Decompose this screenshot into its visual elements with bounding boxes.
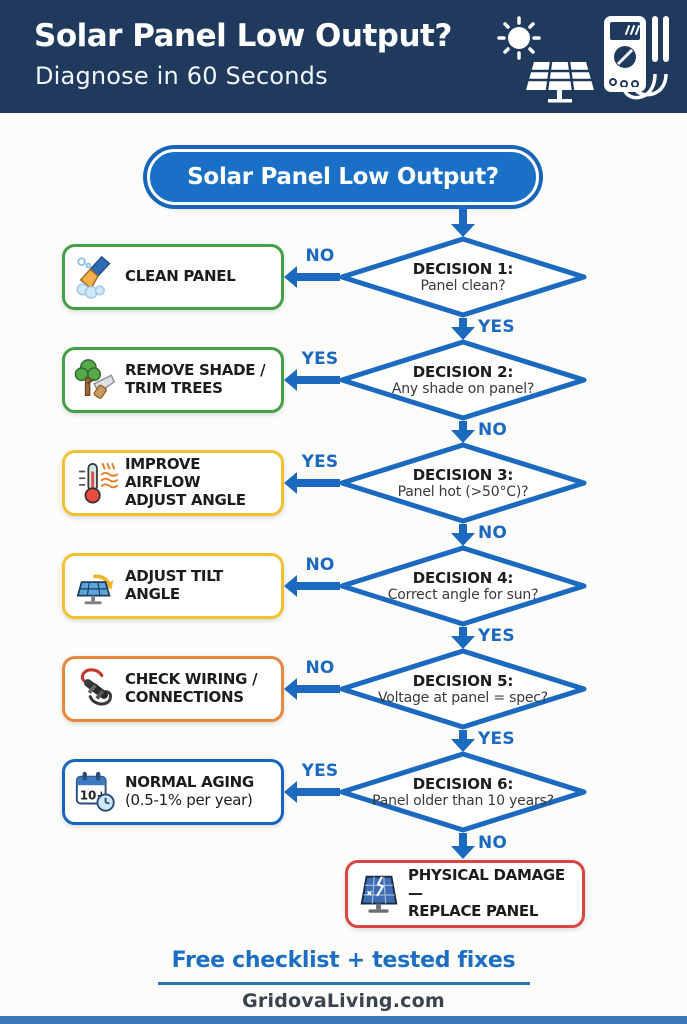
branch-label-no: NO <box>305 246 335 266</box>
action-box-replace-panel: PHYSICAL DAMAGE —REPLACE PANEL <box>345 860 585 928</box>
decision-3-diamond: DECISION 3: Panel hot (>50°C)? <box>339 442 587 524</box>
action-label: NORMAL AGING(0.5-1% per year) <box>125 773 254 809</box>
decision-question: Voltage at panel = spec? <box>377 689 549 706</box>
branch-label-no: NO <box>478 523 508 543</box>
footer-divider <box>158 982 530 985</box>
branch-label-no: NO <box>305 555 335 575</box>
decision-title: DECISION 4: <box>412 568 514 587</box>
branch-label-yes: YES <box>478 729 515 749</box>
connector-d3-d4 <box>459 524 467 534</box>
action-label: CHECK WIRING /CONNECTIONS <box>125 670 258 706</box>
connector-start-to-d1 <box>459 205 467 225</box>
decision-title: DECISION 6: <box>412 774 514 793</box>
connector-d3-d4-head <box>451 533 475 546</box>
branch-label-yes: YES <box>301 452 339 472</box>
branch-label-no: NO <box>305 658 335 678</box>
header-art <box>497 16 669 103</box>
calendar-icon: 10+ <box>71 767 121 817</box>
decision-question: Panel hot (>50°C)? <box>397 483 529 500</box>
connector-d4-d5 <box>459 627 467 637</box>
start-node-label: Solar Panel Low Output? <box>187 164 499 190</box>
decision-question: Any shade on panel? <box>391 380 535 397</box>
action-label: REMOVE SHADE /TRIM TREES <box>125 361 266 397</box>
footer-cta: Free checklist + tested fixes <box>171 948 516 973</box>
connector-start-to-d1-head <box>451 224 475 237</box>
multimeter-icon <box>604 16 669 100</box>
branch-label-yes: YES <box>301 349 339 369</box>
arrow-d2-to-action <box>284 369 297 391</box>
action-box-clean-panel: CLEAN PANEL <box>62 244 284 310</box>
tree-saw-icon <box>71 355 121 405</box>
arrow-d3-to-action-stem <box>296 479 340 487</box>
arrow-d1-to-action-stem <box>296 273 340 281</box>
arrow-d1-to-action <box>284 266 297 288</box>
connector-d2-d3-head <box>451 430 475 443</box>
branch-label-yes: YES <box>478 317 515 337</box>
decision-title: DECISION 3: <box>412 465 514 484</box>
connectors-icon <box>71 664 121 714</box>
arrow-d4-to-action <box>284 575 297 597</box>
connector-d1-d2-head <box>451 327 475 340</box>
arrow-d5-to-action-stem <box>296 685 340 693</box>
arrow-d5-to-action <box>284 678 297 700</box>
decision-question: Panel older than 10 years? <box>372 792 554 809</box>
connector-d5-d6 <box>459 730 467 740</box>
arrow-d6-to-action <box>284 781 297 803</box>
thermometer-icon <box>71 458 121 508</box>
solar-panel-icon <box>526 61 594 103</box>
action-label: CLEAN PANEL <box>125 267 236 286</box>
connector-d5-d6-head <box>451 739 475 752</box>
action-box-normal-aging: 10+ NORMAL AGING(0.5-1% per year) <box>62 759 284 825</box>
sun-icon <box>497 16 541 60</box>
bottom-accent-bar <box>0 1016 687 1024</box>
arrow-d3-to-action <box>284 472 297 494</box>
action-box-remove-shade: REMOVE SHADE /TRIM TREES <box>62 347 284 413</box>
decision-question: Panel clean? <box>420 277 506 294</box>
arrow-d6-to-action-stem <box>296 788 340 796</box>
branch-label-no: NO <box>478 420 508 440</box>
decision-question: Correct angle for sun? <box>387 586 539 603</box>
decision-5-diamond: DECISION 5: Voltage at panel = spec? <box>339 648 587 730</box>
action-label: PHYSICAL DAMAGE —REPLACE PANEL <box>408 866 565 920</box>
arrow-d2-to-action-stem <box>296 376 340 384</box>
branch-label-yes: YES <box>478 626 515 646</box>
tilt-panel-icon <box>71 561 121 611</box>
branch-label-yes: YES <box>301 761 339 781</box>
brush-icon <box>71 252 121 302</box>
connector-d6-final-head <box>451 846 475 859</box>
footer-website: GridovaLiving.com <box>242 990 445 1012</box>
decision-4-diamond: DECISION 4: Correct angle for sun? <box>339 545 587 627</box>
header: Solar Panel Low Output? Diagnose in 60 S… <box>0 0 687 113</box>
decision-6-diamond: DECISION 6: Panel older than 10 years? <box>339 751 587 833</box>
connector-d1-d2 <box>459 318 467 328</box>
connector-d2-d3 <box>459 421 467 431</box>
decision-title: DECISION 1: <box>412 259 514 278</box>
decision-title: DECISION 5: <box>412 671 514 690</box>
arrow-d4-to-action-stem <box>296 582 340 590</box>
broken-panel-icon <box>354 869 404 919</box>
decision-1-diamond: DECISION 1: Panel clean? <box>339 236 587 318</box>
branch-label-no: NO <box>478 833 508 853</box>
decision-title: DECISION 2: <box>412 362 514 381</box>
decision-2-diamond: DECISION 2: Any shade on panel? <box>339 339 587 421</box>
connector-d6-final <box>459 833 467 847</box>
action-box-check-wiring: CHECK WIRING /CONNECTIONS <box>62 656 284 722</box>
page-title: Solar Panel Low Output? <box>34 18 452 54</box>
start-node: Solar Panel Low Output? <box>147 149 539 205</box>
connector-d4-d5-head <box>451 636 475 649</box>
page-subtitle: Diagnose in 60 Seconds <box>35 62 328 90</box>
